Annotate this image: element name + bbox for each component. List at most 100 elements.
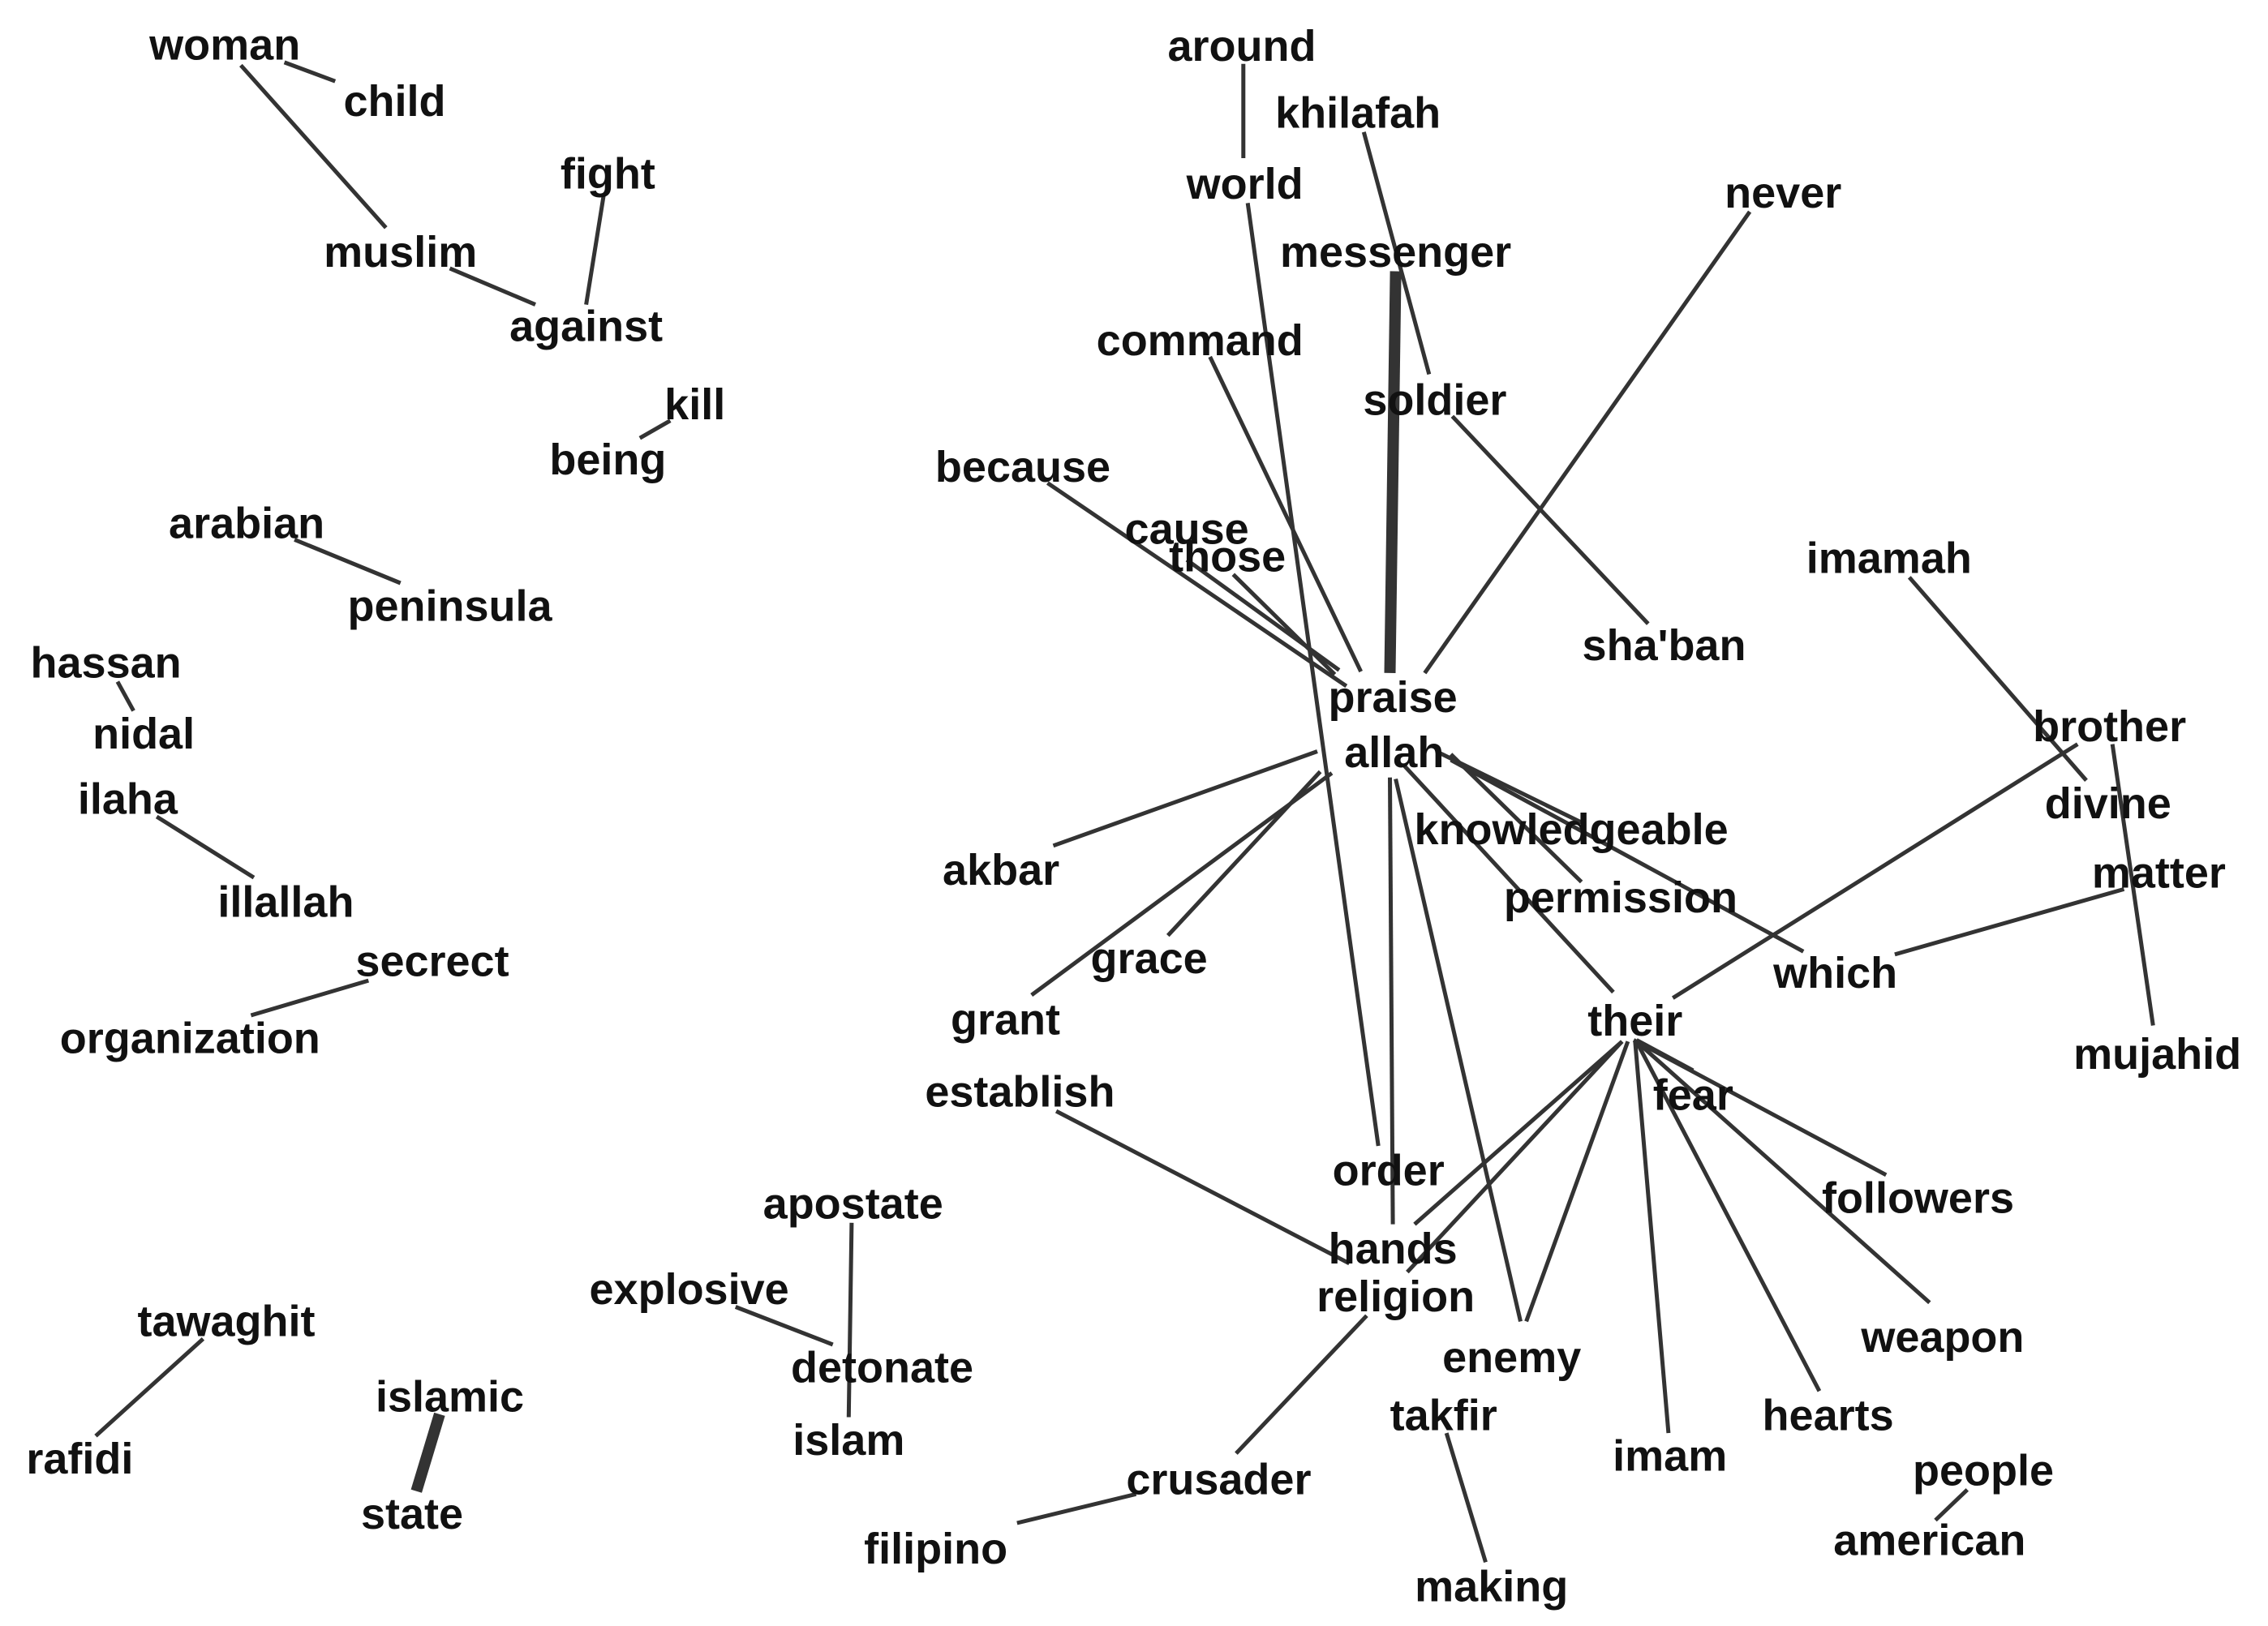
edge-fight-against — [584, 195, 606, 305]
edge-their-hands — [1413, 1040, 1624, 1226]
edge-world-order — [1245, 203, 1381, 1147]
word-label-nidal: nidal — [92, 710, 195, 758]
word-label-fear: fear — [1653, 1070, 1733, 1119]
word-label-praise: praise — [1329, 673, 1458, 722]
edge-secrect-organization — [250, 978, 370, 1018]
edge-khilafah-soldier — [1361, 131, 1432, 375]
word-label-muslim: muslim — [324, 228, 477, 277]
word-label-being: being — [549, 435, 666, 484]
word-label-knowledgeable: knowledgeable — [1415, 805, 1729, 854]
word-label-followers: followers — [1822, 1173, 2014, 1222]
word-label-those: those — [1169, 533, 1286, 581]
word-label-hearts: hearts — [1763, 1392, 1894, 1440]
word-label-apostate: apostate — [763, 1179, 943, 1228]
word-label-making: making — [1415, 1563, 1568, 1611]
edge-tawaghit-rafidi — [94, 1337, 205, 1438]
word-label-divine: divine — [2045, 779, 2171, 828]
word-label-order: order — [1333, 1146, 1445, 1195]
word-label-their: their — [1587, 997, 1682, 1045]
word-label-khilafah: khilafah — [1275, 88, 1441, 137]
word-label-hassan: hassan — [31, 638, 182, 687]
word-label-around: around — [1168, 22, 1317, 71]
word-label-cause: cause — [1125, 505, 1249, 554]
word-label-against: against — [509, 302, 663, 350]
word-label-imam: imam — [1613, 1432, 1727, 1481]
edge-those-allah — [1231, 573, 1337, 676]
word-label-crusader: crusader — [1126, 1455, 1311, 1504]
edge-brother-mujahid — [2110, 744, 2155, 1026]
edge-crusader-filipino — [1016, 1491, 1137, 1525]
edge-apostate-islam — [846, 1222, 854, 1418]
word-label-child: child — [343, 77, 445, 126]
word-label-hands: hands — [1329, 1225, 1458, 1273]
word-label-never: never — [1725, 169, 1841, 217]
edge-explosive-detonate — [734, 1305, 834, 1347]
word-label-fight: fight — [561, 150, 655, 199]
edge-command-allah — [1208, 355, 1363, 673]
edge-kill-being — [638, 418, 672, 440]
edge-soldier-shaban — [1450, 414, 1650, 625]
word-label-arabian: arabian — [169, 500, 324, 548]
word-label-imamah: imamah — [1806, 534, 1972, 583]
word-label-weapon: weapon — [1860, 1313, 2024, 1362]
word-label-brother: brother — [2033, 702, 2186, 751]
label-layer: womanchildfightmuslimagainstkillbeingara… — [26, 20, 2241, 1611]
edge-allah-enemy — [1394, 778, 1523, 1322]
word-label-illallah: illallah — [217, 877, 354, 926]
word-label-islam: islam — [793, 1416, 904, 1465]
edge-allah-permission — [1449, 753, 1583, 884]
word-label-takfir: takfir — [1390, 1392, 1497, 1440]
edge-allah-grant — [1030, 771, 1334, 997]
word-label-filipino: filipino — [864, 1525, 1007, 1573]
word-label-shaban: sha'ban — [1583, 621, 1746, 670]
word-label-allah: allah — [1344, 728, 1444, 777]
word-label-grant: grant — [951, 995, 1060, 1044]
word-label-tawaghit: tawaghit — [137, 1297, 315, 1345]
word-label-american: american — [1833, 1516, 2025, 1564]
edge-establish-religion — [1055, 1109, 1351, 1266]
edge-their-enemy — [1524, 1040, 1630, 1323]
edge-their-hearts — [1634, 1040, 1822, 1392]
edge-because-allah — [1046, 481, 1348, 689]
edge-messenger-praise — [1384, 271, 1402, 674]
edge-their-religion — [1406, 1040, 1624, 1274]
edge-allah-akbar — [1052, 749, 1318, 848]
edge-allah-which — [1450, 758, 1805, 954]
word-label-explosive: explosive — [590, 1265, 789, 1314]
edge-religion-crusader — [1235, 1314, 1368, 1455]
word-label-soldier: soldier — [1363, 376, 1506, 425]
edge-their-followers — [1632, 1038, 1888, 1178]
edge-allah-hands — [1388, 777, 1395, 1225]
word-label-establish: establish — [925, 1068, 1115, 1117]
word-label-enemy: enemy — [1442, 1333, 1581, 1382]
edge-arabian-peninsula — [294, 538, 402, 586]
word-label-secrect: secrect — [355, 937, 509, 986]
edge-matter-which — [1894, 886, 2125, 957]
edge-islamic-state — [410, 1412, 445, 1493]
word-label-command: command — [1097, 316, 1304, 365]
word-label-kill: kill — [664, 380, 725, 429]
word-label-peninsula: peninsula — [347, 582, 552, 631]
edge-woman-child — [283, 60, 337, 84]
word-label-because: because — [935, 443, 1110, 491]
edge-allah-their — [1402, 764, 1615, 994]
edge-never-praise — [1423, 210, 1752, 675]
edge-their-imam — [1633, 1040, 1671, 1434]
word-label-organization: organization — [60, 1015, 320, 1063]
edge-their-weapon — [1634, 1040, 1931, 1305]
word-label-permission: permission — [1504, 873, 1738, 922]
word-label-detonate: detonate — [791, 1344, 973, 1392]
edge-people-american — [1934, 1488, 1969, 1522]
edge-layer — [94, 60, 2155, 1564]
edge-imamah-divine — [1907, 576, 2088, 782]
word-label-messenger: messenger — [1280, 228, 1511, 277]
word-label-people: people — [1913, 1447, 2054, 1495]
edge-brother-their — [1671, 742, 2079, 1000]
edge-takfir-making — [1444, 1432, 1488, 1564]
word-label-mujahid: mujahid — [2073, 1030, 2241, 1079]
edge-muslim-against — [449, 266, 536, 307]
word-label-world: world — [1186, 160, 1304, 208]
word-label-rafidi: rafidi — [26, 1435, 133, 1483]
edge-hassan-nidal — [115, 680, 135, 712]
